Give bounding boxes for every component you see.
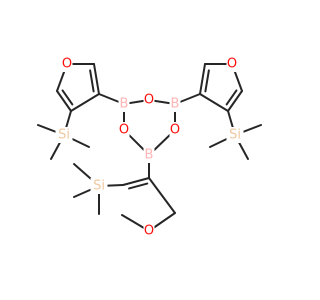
atom-label-o2: O bbox=[170, 123, 180, 138]
atom-label-si_a: Si bbox=[58, 128, 70, 143]
atom-b1: B bbox=[118, 96, 130, 112]
atom-si_b: Si bbox=[226, 127, 244, 143]
bond-b_5-b_4-inner bbox=[225, 89, 238, 106]
bond-a5-a4 bbox=[56, 90, 72, 112]
atom-oa: O bbox=[61, 56, 73, 72]
atom-o2: O bbox=[169, 122, 181, 138]
atom-b3: B bbox=[143, 147, 155, 163]
atom-ob: O bbox=[226, 56, 238, 72]
bond-c3-c4-inner bbox=[128, 182, 149, 190]
atom-label-si_b: Si bbox=[229, 128, 241, 143]
atom-o1: O bbox=[143, 92, 155, 108]
atom-label-b3: B bbox=[145, 148, 154, 163]
bond-c3-c2 bbox=[148, 177, 176, 214]
bond-a4-a3 bbox=[70, 93, 100, 112]
atom-label-ob: O bbox=[227, 57, 237, 72]
atom-label-o3: O bbox=[119, 123, 129, 138]
bond-b_4-b_3 bbox=[199, 93, 229, 112]
atom-label-oa: O bbox=[62, 57, 72, 72]
atom-label-b1: B bbox=[120, 97, 129, 112]
bond-c3-c4 bbox=[122, 177, 150, 186]
atom-si_c: Si bbox=[90, 178, 108, 194]
atom-b2: B bbox=[169, 96, 181, 112]
atom-label-b2: B bbox=[171, 97, 180, 112]
bond-a3-a2 bbox=[93, 63, 100, 95]
atom-label-si_c: Si bbox=[93, 179, 105, 194]
atom-si_a: Si bbox=[55, 127, 73, 143]
bond-b_5-b_4 bbox=[227, 90, 243, 112]
bond-a5-a4-inner bbox=[61, 89, 74, 106]
atom-o3: O bbox=[118, 122, 130, 138]
bond-b_3-b_2 bbox=[199, 63, 206, 95]
bond-a3-a2-inner bbox=[89, 69, 95, 93]
atom-label-oc: O bbox=[144, 224, 154, 239]
atom-oc: O bbox=[143, 223, 155, 239]
atom-label-o1: O bbox=[144, 93, 154, 108]
bond-b_3-b_2-inner bbox=[204, 69, 210, 93]
